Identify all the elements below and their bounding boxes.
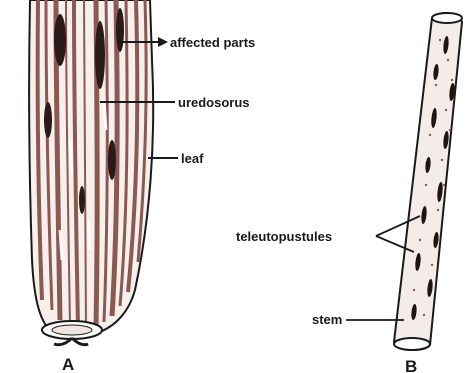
leaf-label: leaf	[181, 151, 204, 166]
figure-b-letter: B	[405, 357, 417, 373]
stem-illustration	[394, 13, 462, 350]
stem-bottom-cut	[394, 338, 430, 350]
affected-parts-arrowhead	[158, 37, 168, 47]
uredosorus-label: uredosorus	[178, 95, 250, 110]
affected-parts-label: affected parts	[170, 35, 255, 50]
leaf-sheath-illustration	[29, 0, 153, 345]
teleutopustules-label: teleutopustules	[236, 229, 332, 244]
stem-top-cut	[432, 13, 462, 23]
figure-b-labels: teleutopustules stem B	[236, 216, 420, 373]
stem-label: stem	[312, 312, 342, 327]
figure-a-letter: A	[62, 355, 74, 373]
stem-outline	[394, 13, 462, 350]
